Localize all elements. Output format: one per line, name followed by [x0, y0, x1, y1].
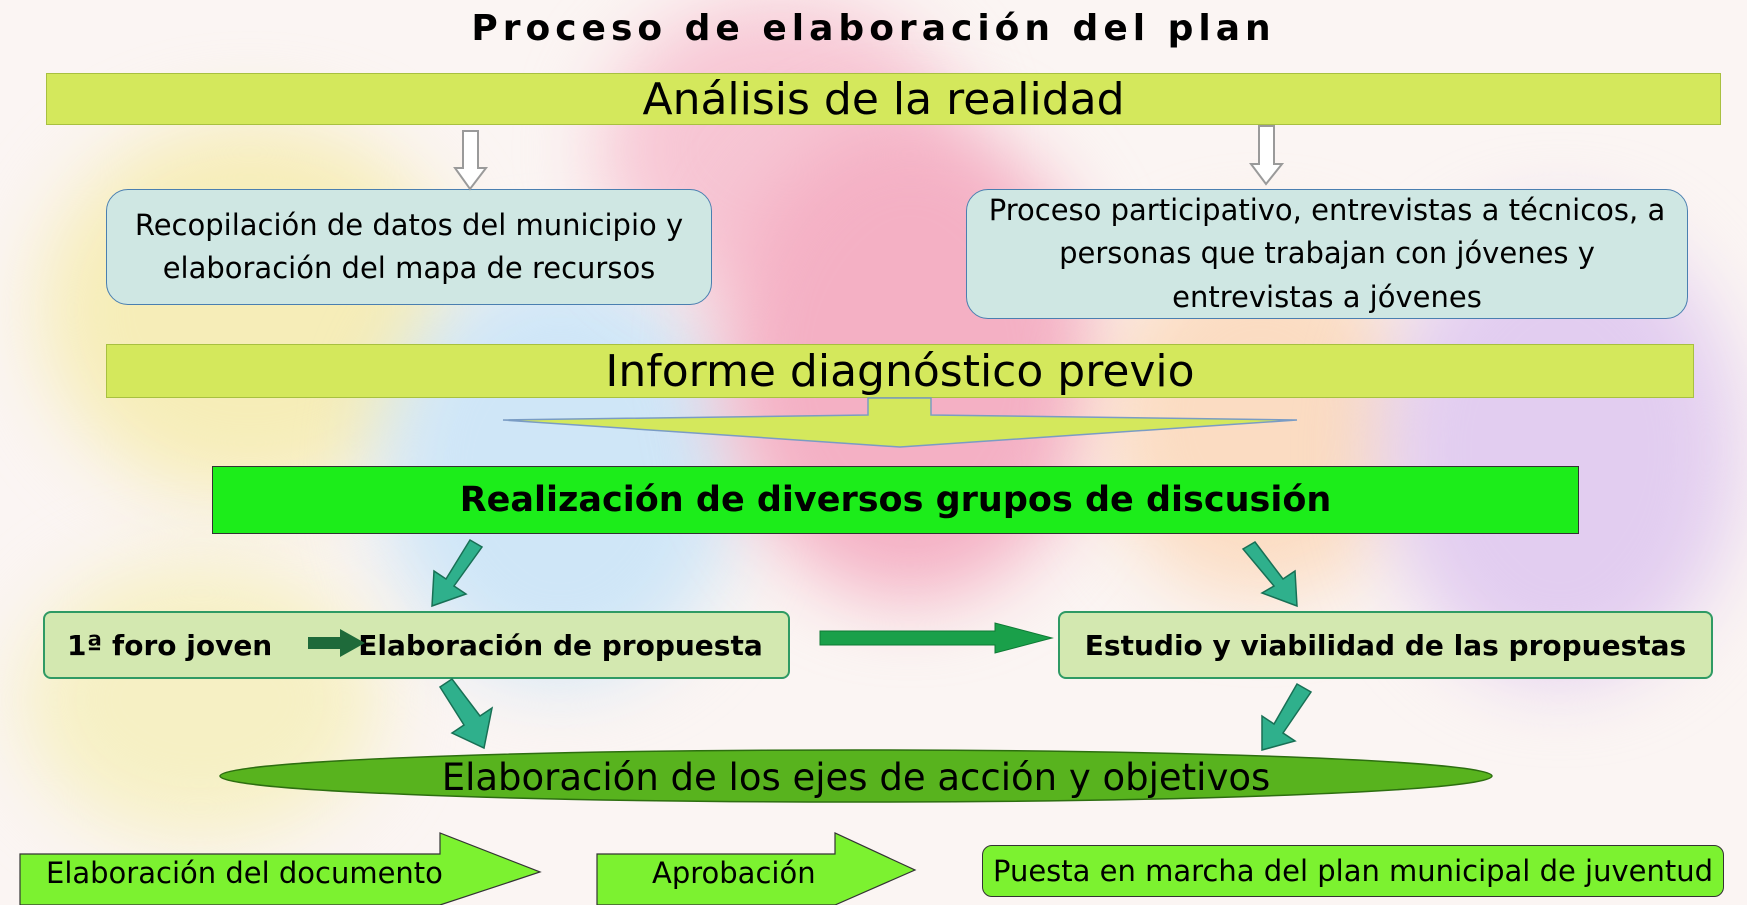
- participativo-text: Proceso participativo, entrevistas a téc…: [988, 192, 1666, 314]
- down-arrow-right: [1249, 125, 1285, 186]
- participativo-box: Proceso participativo, entrevistas a téc…: [966, 189, 1688, 319]
- grupos-label: Realización de diversos grupos de discus…: [459, 480, 1332, 520]
- teal-arrow-down-right: [1261, 682, 1313, 751]
- ejes-label: Elaboración de los ejes de acción y obje…: [441, 756, 1271, 799]
- aprobacion-label: Aprobación: [652, 856, 816, 890]
- documento-label: Elaboración del documento: [46, 856, 443, 890]
- estudio-label: Estudio y viabilidad de las propuestas: [1084, 628, 1687, 662]
- ejes-ellipse: [219, 749, 1493, 803]
- recopilacion-text: Recopilación de datos del municipio y el…: [134, 207, 684, 286]
- analisis-band: Análisis de la realidad: [46, 73, 1721, 125]
- propuesta-label: Elaboración de propuesta: [358, 628, 763, 662]
- puesta-box: Puesta en marcha del plan municipal de j…: [982, 845, 1724, 897]
- analisis-label: Análisis de la realidad: [642, 73, 1125, 125]
- estudio-box: Estudio y viabilidad de las propuestas: [1058, 611, 1713, 679]
- teal-arrow-down-left: [438, 677, 494, 750]
- recopilacion-box: Recopilación de datos del municipio y el…: [106, 189, 712, 305]
- teal-arrow-right: [1241, 541, 1298, 608]
- page-title: Proceso de elaboración del plan: [471, 8, 1276, 49]
- foro-box: 1ª foro joven Elaboración de propuesta: [43, 611, 790, 679]
- puesta-label: Puesta en marcha del plan municipal de j…: [992, 854, 1714, 888]
- documento-arrow: [19, 832, 542, 905]
- aprobacion-arrow: [596, 832, 917, 905]
- teal-arrow-left: [431, 538, 484, 608]
- foro-label: 1ª foro joven: [67, 628, 273, 662]
- horizontal-arrow: [819, 622, 1054, 654]
- informe-band: Informe diagnóstico previo: [106, 344, 1694, 398]
- foro-inner-arrow: [308, 629, 365, 657]
- grupos-box: Realización de diversos grupos de discus…: [212, 466, 1579, 534]
- funnel-arrow: [502, 397, 1298, 448]
- down-arrow-left: [453, 130, 489, 191]
- informe-label: Informe diagnóstico previo: [605, 345, 1195, 397]
